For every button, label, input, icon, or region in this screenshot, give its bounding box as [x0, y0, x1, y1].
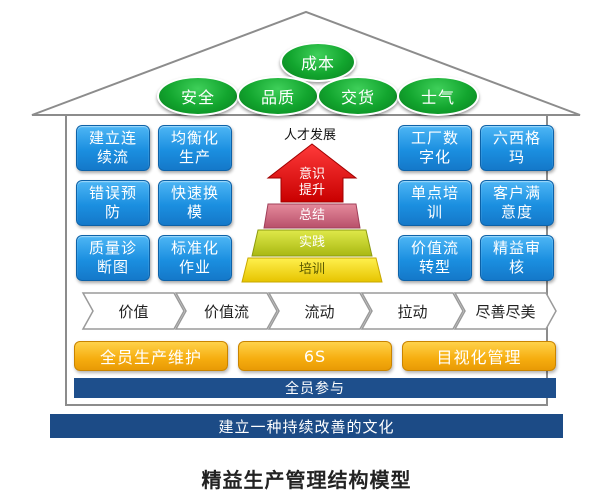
pyramid-label-training: 培训 — [298, 262, 325, 277]
left-box-quick-changeover: 快速换 模 — [158, 180, 232, 226]
roof-pill-morale: 士气 — [397, 76, 479, 116]
right-box-six-sigma: 六西格 玛 — [480, 125, 554, 171]
roof-pill-safety: 安全 — [157, 76, 239, 116]
participation-bar: 全员参与 — [74, 378, 556, 398]
pyramid-label-practice: 实践 — [298, 235, 325, 250]
pyramid-level-awareness — [266, 143, 358, 203]
left-box-quality-diagnosis: 质量诊 断图 — [76, 235, 150, 281]
left-box-leveled-production: 均衡化 生产 — [158, 125, 232, 171]
pyramid-title: 人才发展 — [284, 128, 337, 143]
pyramid-level-summary — [263, 203, 361, 229]
pyramid-level-practice — [251, 229, 373, 257]
roof-pill-quality: 品质 — [237, 76, 319, 116]
chevron-label-value-stream: 价值流 — [203, 302, 249, 321]
pyramid-level-training — [241, 257, 383, 283]
foundation-visual-management: 目视化管理 — [402, 341, 556, 371]
chevron-label-flow: 流动 — [304, 302, 335, 321]
right-box-lean-audit: 精益审 核 — [480, 235, 554, 281]
chevron-label-value: 价值 — [118, 302, 149, 321]
chevron-1 — [174, 292, 278, 330]
right-box-digital-factory: 工厂数 字化 — [398, 125, 472, 171]
chevron-row — [81, 292, 557, 330]
left-box-continuous-flow: 建立连 续流 — [76, 125, 150, 171]
chevron-label-pull: 拉动 — [397, 302, 428, 321]
chevron-label-perfection: 尽善尽美 — [475, 302, 536, 321]
culture-base: 建立一种持续改善的文化 — [50, 414, 563, 438]
diagram-caption: 精益生产管理结构模型 — [201, 468, 412, 492]
pyramid — [241, 143, 383, 283]
chevron-3 — [360, 292, 464, 330]
chevron-0 — [81, 292, 185, 330]
foundation-6s: 6S — [238, 341, 392, 371]
pyramid-label-awareness: 意识 提升 — [298, 167, 325, 198]
right-box-value-stream-transformation: 价值流 转型 — [398, 235, 472, 281]
roof-pill-delivery: 交货 — [317, 76, 399, 116]
chevron-2 — [267, 292, 371, 330]
left-box-error-proofing: 错误预 防 — [76, 180, 150, 226]
chevron-4 — [453, 292, 557, 330]
foundation-tpm: 全员生产维护 — [74, 341, 228, 371]
roof-top-pill: 成本 — [280, 42, 356, 82]
pyramid-label-summary: 总结 — [298, 208, 325, 223]
left-box-standard-work: 标准化 作业 — [158, 235, 232, 281]
right-box-customer-satisfaction: 客户满 意度 — [480, 180, 554, 226]
right-box-single-point-training: 单点培 训 — [398, 180, 472, 226]
